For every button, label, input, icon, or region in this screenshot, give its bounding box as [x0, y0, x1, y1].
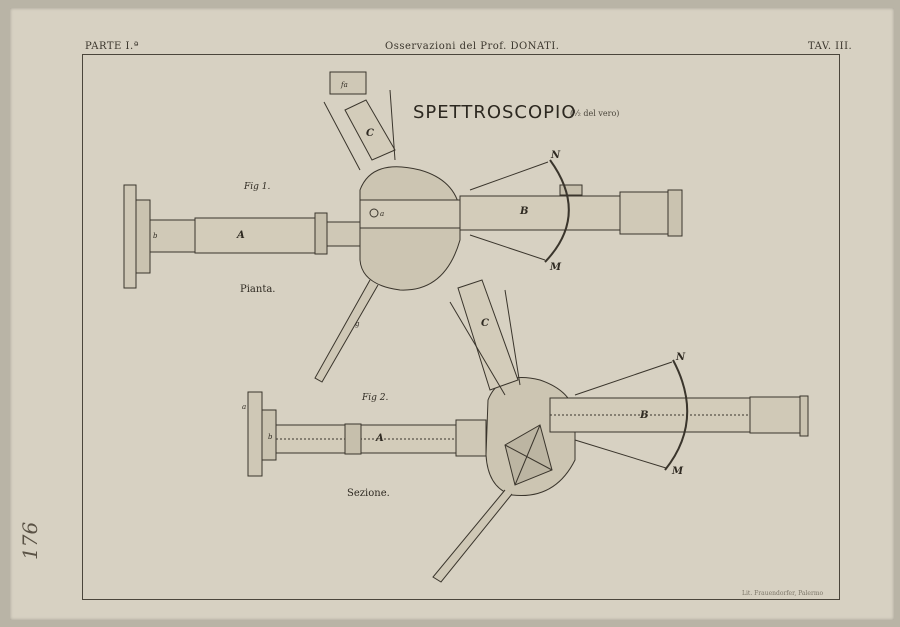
handwritten-margin-note: 176 — [18, 521, 42, 560]
fig1-arc — [544, 159, 570, 263]
fig2-arm-c — [457, 279, 519, 391]
fig2-part-m: M — [672, 466, 684, 477]
plate-title: SPETTROSCOPIO — [413, 102, 577, 123]
fig1-tube-a — [194, 217, 316, 254]
fig1-part-n: N — [551, 150, 561, 161]
fig1-caption: Pianta. — [240, 284, 276, 295]
fig2-part-a: A — [376, 433, 384, 444]
fig2-label: Fig 2. — [362, 393, 389, 403]
fig1-flange — [123, 184, 137, 289]
fig2-flange — [247, 391, 263, 477]
fig1-drawing — [123, 71, 683, 383]
header-observations: Osservazioni del Prof. DONATI. — [385, 41, 560, 52]
plate-frame — [82, 54, 840, 600]
fig2-part-a-lower: a — [242, 403, 247, 411]
fig1-part-c: C — [366, 128, 374, 139]
fig2-part-n: N — [676, 352, 686, 363]
fig1-eyepiece — [619, 191, 669, 235]
fig1-leg — [314, 279, 379, 383]
fig2-arc — [664, 359, 689, 471]
paper-sheet — [10, 8, 894, 620]
fig1-part-a-lower: a — [380, 210, 385, 218]
fig1-part-b-lower: b — [153, 232, 158, 240]
scale-note: (½ del vero) — [570, 109, 620, 118]
fig1-tube-b — [459, 195, 621, 231]
lithographer-signature: Lit. Frauendorfer, Palermo — [742, 590, 824, 597]
fig1-part-m: M — [550, 262, 562, 273]
header-part: PARTE I.ª — [85, 41, 139, 52]
fig1-part-g: g — [355, 320, 360, 328]
fig1-arm-c — [344, 99, 396, 161]
fig1-label: Fig 1. — [244, 182, 271, 192]
fig2-part-b: B — [640, 410, 649, 421]
header-plate-number: TAV. III. — [808, 41, 853, 52]
fig2-part-b-lower: b — [268, 433, 273, 441]
fig1-tube-a-collar — [149, 219, 196, 253]
fig2-drawing — [247, 279, 809, 583]
fig2-eyepiece — [749, 396, 803, 434]
fig1-part-b: B — [520, 206, 529, 217]
fig2-leg — [432, 489, 513, 583]
fig1-part-a: A — [237, 230, 245, 241]
fig2-caption: Sezione. — [347, 488, 390, 499]
fig2-part-c: C — [481, 318, 489, 329]
fig1-part-fa: fa — [341, 81, 348, 89]
